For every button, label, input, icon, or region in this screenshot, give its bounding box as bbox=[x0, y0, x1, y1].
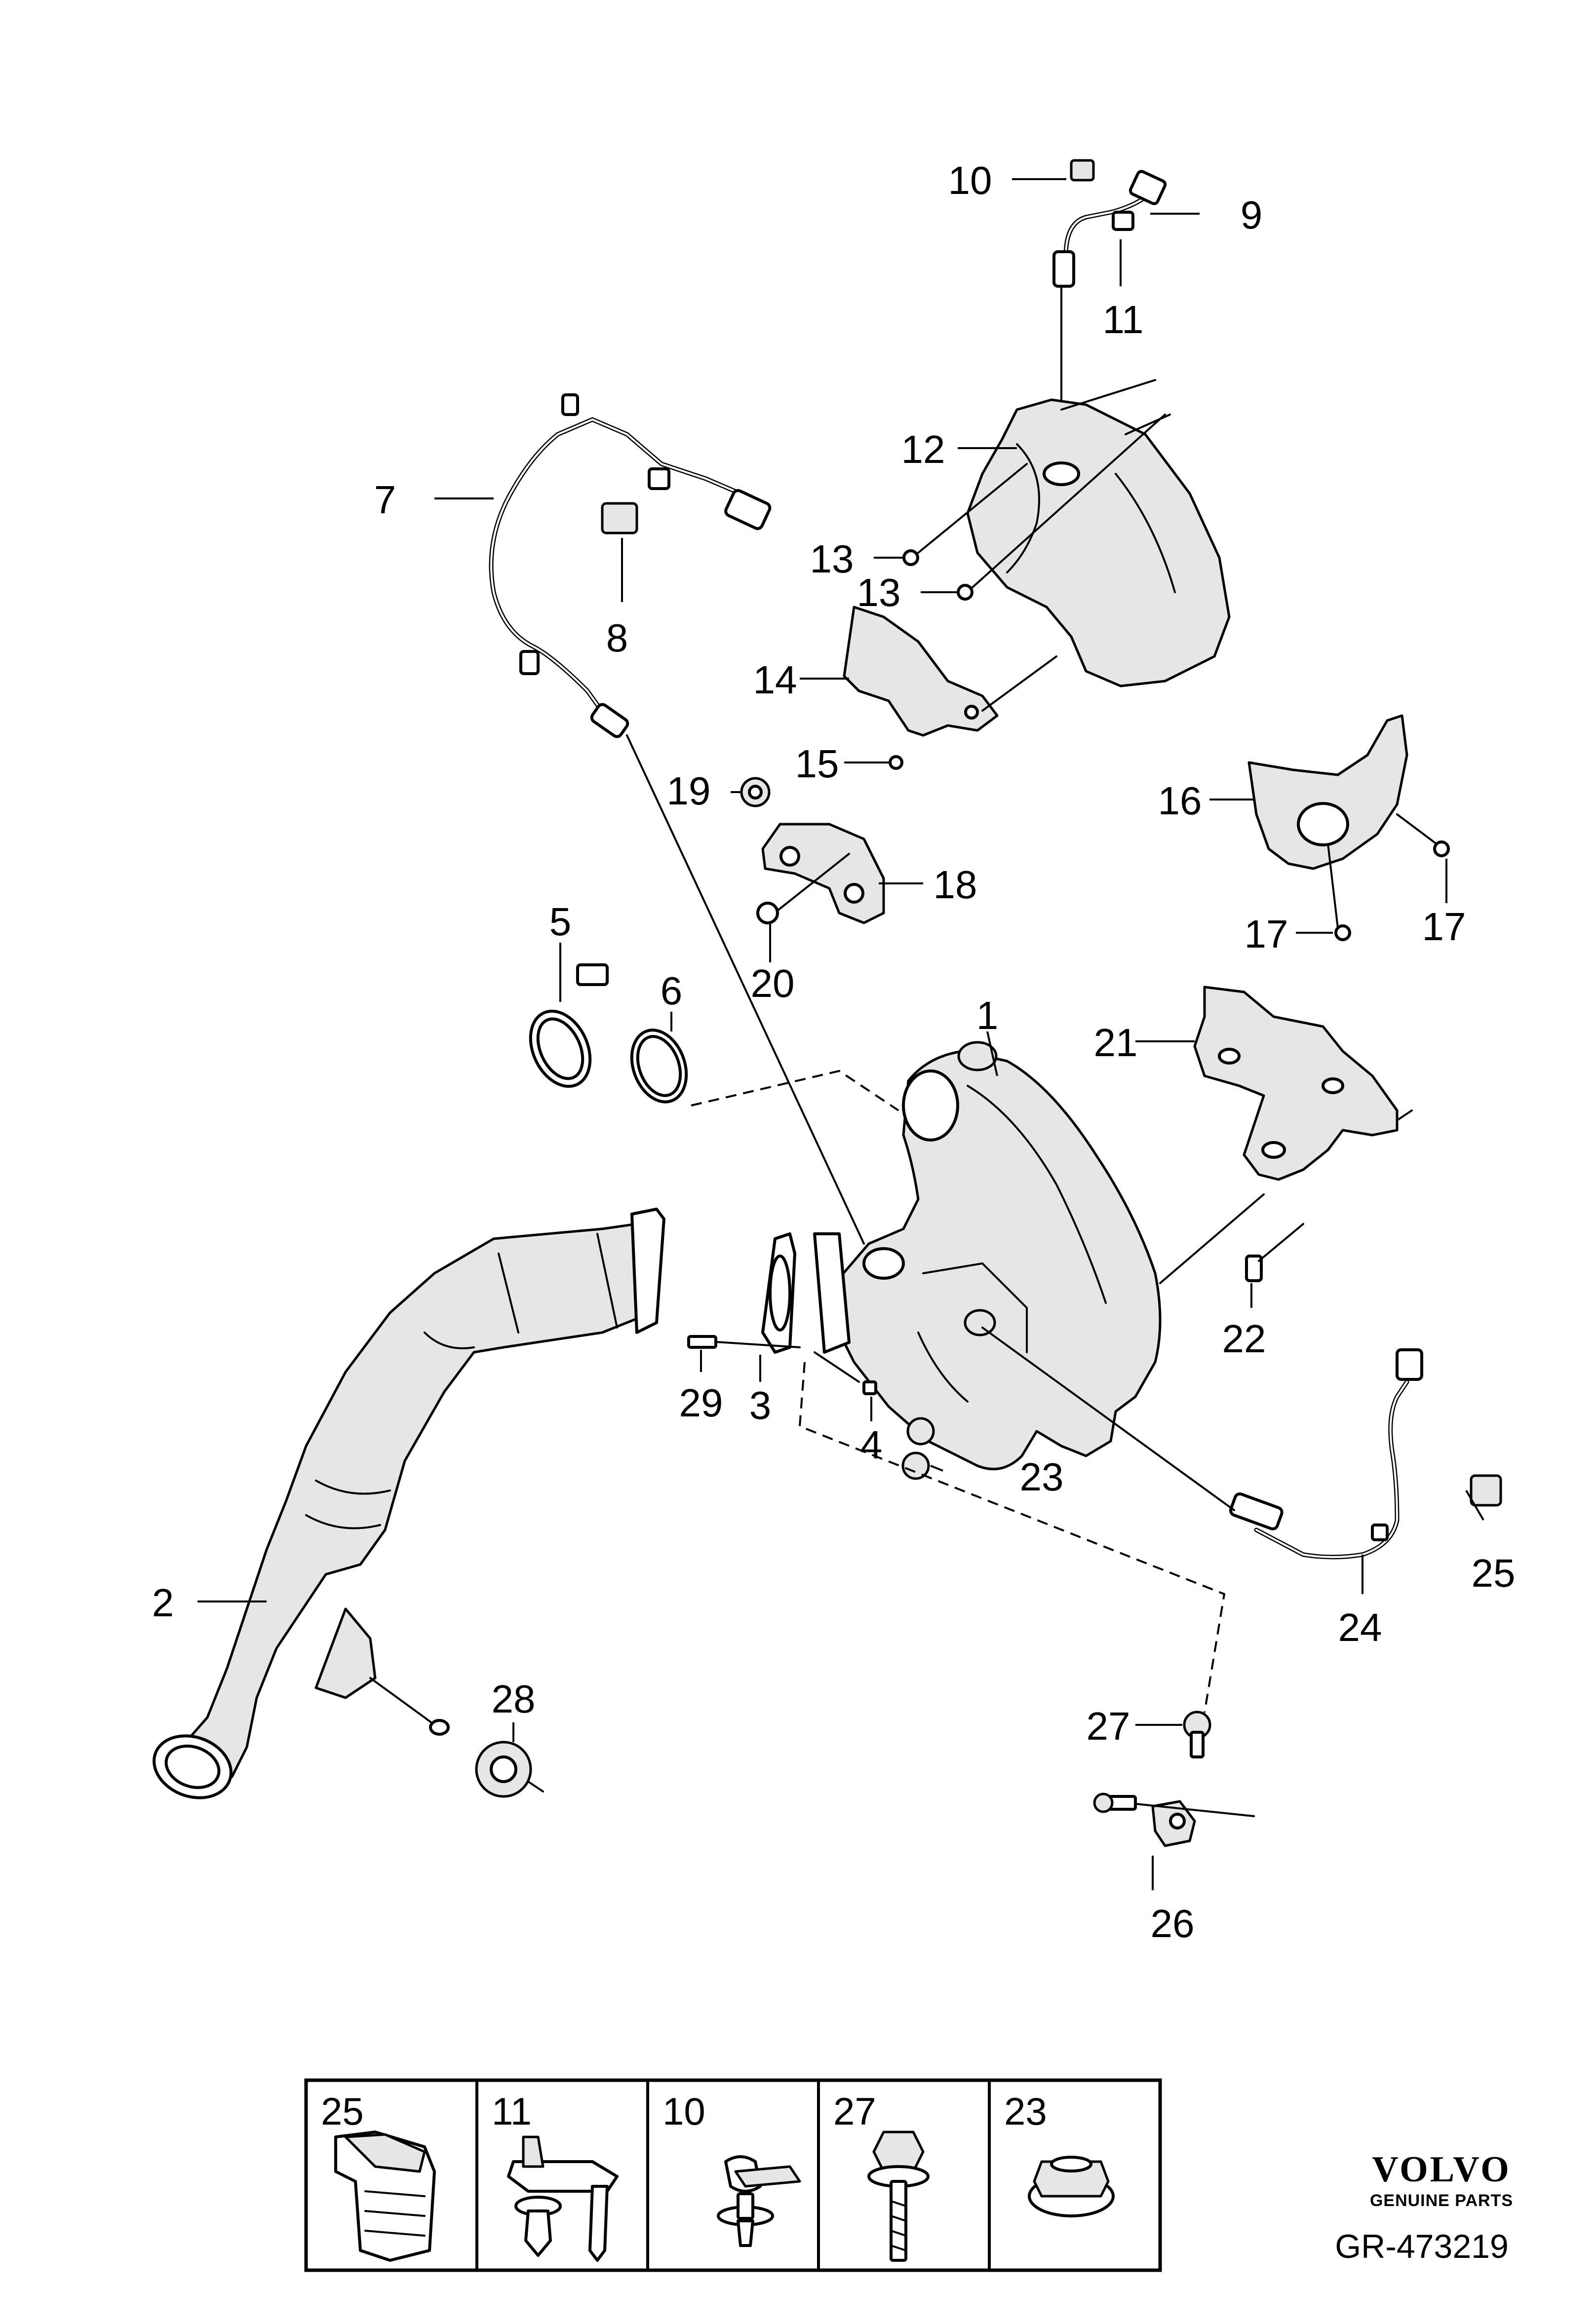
flange-nut-icon bbox=[1028, 2156, 1115, 2217]
callout-2: 2 bbox=[152, 1581, 174, 1625]
heat-shield-16 bbox=[1247, 714, 1438, 929]
brand-name: VOLVO bbox=[1372, 2149, 1511, 2190]
legend-label-27: 27 bbox=[833, 2090, 876, 2133]
callout-28: 28 bbox=[492, 1677, 536, 1721]
clip-icon bbox=[334, 2131, 436, 2262]
gasket-3 bbox=[761, 1232, 796, 1354]
legend-strip: 25 11 10 27 23 bbox=[304, 2078, 1162, 2272]
callout-3: 3 bbox=[749, 1383, 772, 1427]
callout-7: 7 bbox=[374, 478, 396, 522]
cable-holder-icon bbox=[717, 2155, 801, 2247]
callout-10: 10 bbox=[948, 158, 992, 202]
heat-shield-14 bbox=[843, 606, 1057, 737]
callout-15: 15 bbox=[795, 742, 839, 786]
assembly-line-5-6 bbox=[691, 1069, 899, 1111]
callout-18: 18 bbox=[934, 863, 977, 907]
bolt-15 bbox=[889, 755, 903, 770]
bolt-17a bbox=[1334, 924, 1351, 941]
bolt-13b bbox=[957, 414, 1166, 601]
oxygen-sensor-lower bbox=[981, 1327, 1502, 1560]
legend-label-11: 11 bbox=[492, 2090, 532, 2133]
bracket-21 bbox=[1159, 986, 1413, 1284]
callout-13b: 13 bbox=[857, 571, 901, 614]
stud-29 bbox=[687, 1335, 801, 1349]
callout-17b: 17 bbox=[1422, 905, 1466, 949]
callout-29: 29 bbox=[679, 1381, 723, 1425]
push-clip-icon bbox=[507, 2135, 619, 2262]
legend-label-23: 23 bbox=[1004, 2090, 1047, 2133]
callout-4: 4 bbox=[860, 1423, 883, 1467]
callout-16: 16 bbox=[1158, 779, 1202, 823]
heat-shield-upper bbox=[966, 379, 1231, 687]
front-pipe-2 bbox=[153, 1208, 665, 1799]
callout-17a: 17 bbox=[1245, 912, 1288, 956]
catalytic-converter-1 bbox=[813, 1041, 1162, 1471]
callout-14: 14 bbox=[753, 658, 797, 702]
volvo-logo: VOLVO GENUINE PARTS bbox=[1370, 2149, 1513, 2210]
callout-8: 8 bbox=[606, 616, 628, 660]
callout-6: 6 bbox=[661, 969, 683, 1013]
rubber-mount-28 bbox=[475, 1741, 544, 1798]
callout-23: 23 bbox=[1020, 1455, 1064, 1499]
bolt-27 bbox=[1183, 1711, 1211, 1758]
bracket-26 bbox=[1134, 1800, 1255, 1847]
callout-11: 11 bbox=[1102, 298, 1143, 342]
legend-label-10: 10 bbox=[662, 2090, 705, 2133]
legend-label-25: 25 bbox=[321, 2090, 364, 2133]
oxygen-sensor-upper bbox=[1052, 159, 1167, 435]
callout-9: 9 bbox=[1241, 193, 1263, 237]
nut-4 bbox=[814, 1351, 877, 1395]
flange-bolt-icon bbox=[867, 2131, 930, 2262]
callout-labels: 1 2 3 4 5 6 7 8 9 10 11 12 13 13 14 15 1… bbox=[152, 158, 1516, 1945]
bolt-13a bbox=[902, 463, 1028, 566]
callout-24: 24 bbox=[1338, 1605, 1382, 1649]
callout-5: 5 bbox=[549, 900, 572, 944]
bolt-17b bbox=[1433, 840, 1450, 857]
callout-27: 27 bbox=[1087, 1704, 1130, 1748]
bolt-26a bbox=[1093, 1792, 1137, 1813]
callout-19: 19 bbox=[667, 769, 711, 813]
callout-25: 25 bbox=[1472, 1551, 1516, 1595]
nut-23b bbox=[901, 1451, 930, 1480]
bolt-22 bbox=[1245, 1223, 1304, 1282]
callout-1: 1 bbox=[976, 993, 999, 1037]
nut-23a bbox=[906, 1417, 935, 1446]
callout-22: 22 bbox=[1222, 1317, 1266, 1361]
nut-19 bbox=[740, 777, 771, 807]
oxygen-sensor-left bbox=[489, 393, 865, 1245]
callout-26: 26 bbox=[1151, 1902, 1195, 1945]
callout-20: 20 bbox=[751, 961, 795, 1005]
callout-13a: 13 bbox=[810, 537, 854, 581]
leader-lines bbox=[197, 178, 1484, 1890]
gasket-ring-6 bbox=[630, 1029, 688, 1104]
bolt-20 bbox=[756, 853, 850, 924]
clamp-5 bbox=[529, 963, 609, 1088]
assembly-line-3-27 bbox=[798, 1362, 1226, 1713]
callout-21: 21 bbox=[1094, 1021, 1138, 1065]
diagram-reference: GR-473219 bbox=[1335, 2228, 1509, 2265]
brand-tagline: GENUINE PARTS bbox=[1370, 2191, 1513, 2210]
callout-12: 12 bbox=[901, 427, 945, 471]
leader-1 bbox=[986, 1031, 998, 1076]
